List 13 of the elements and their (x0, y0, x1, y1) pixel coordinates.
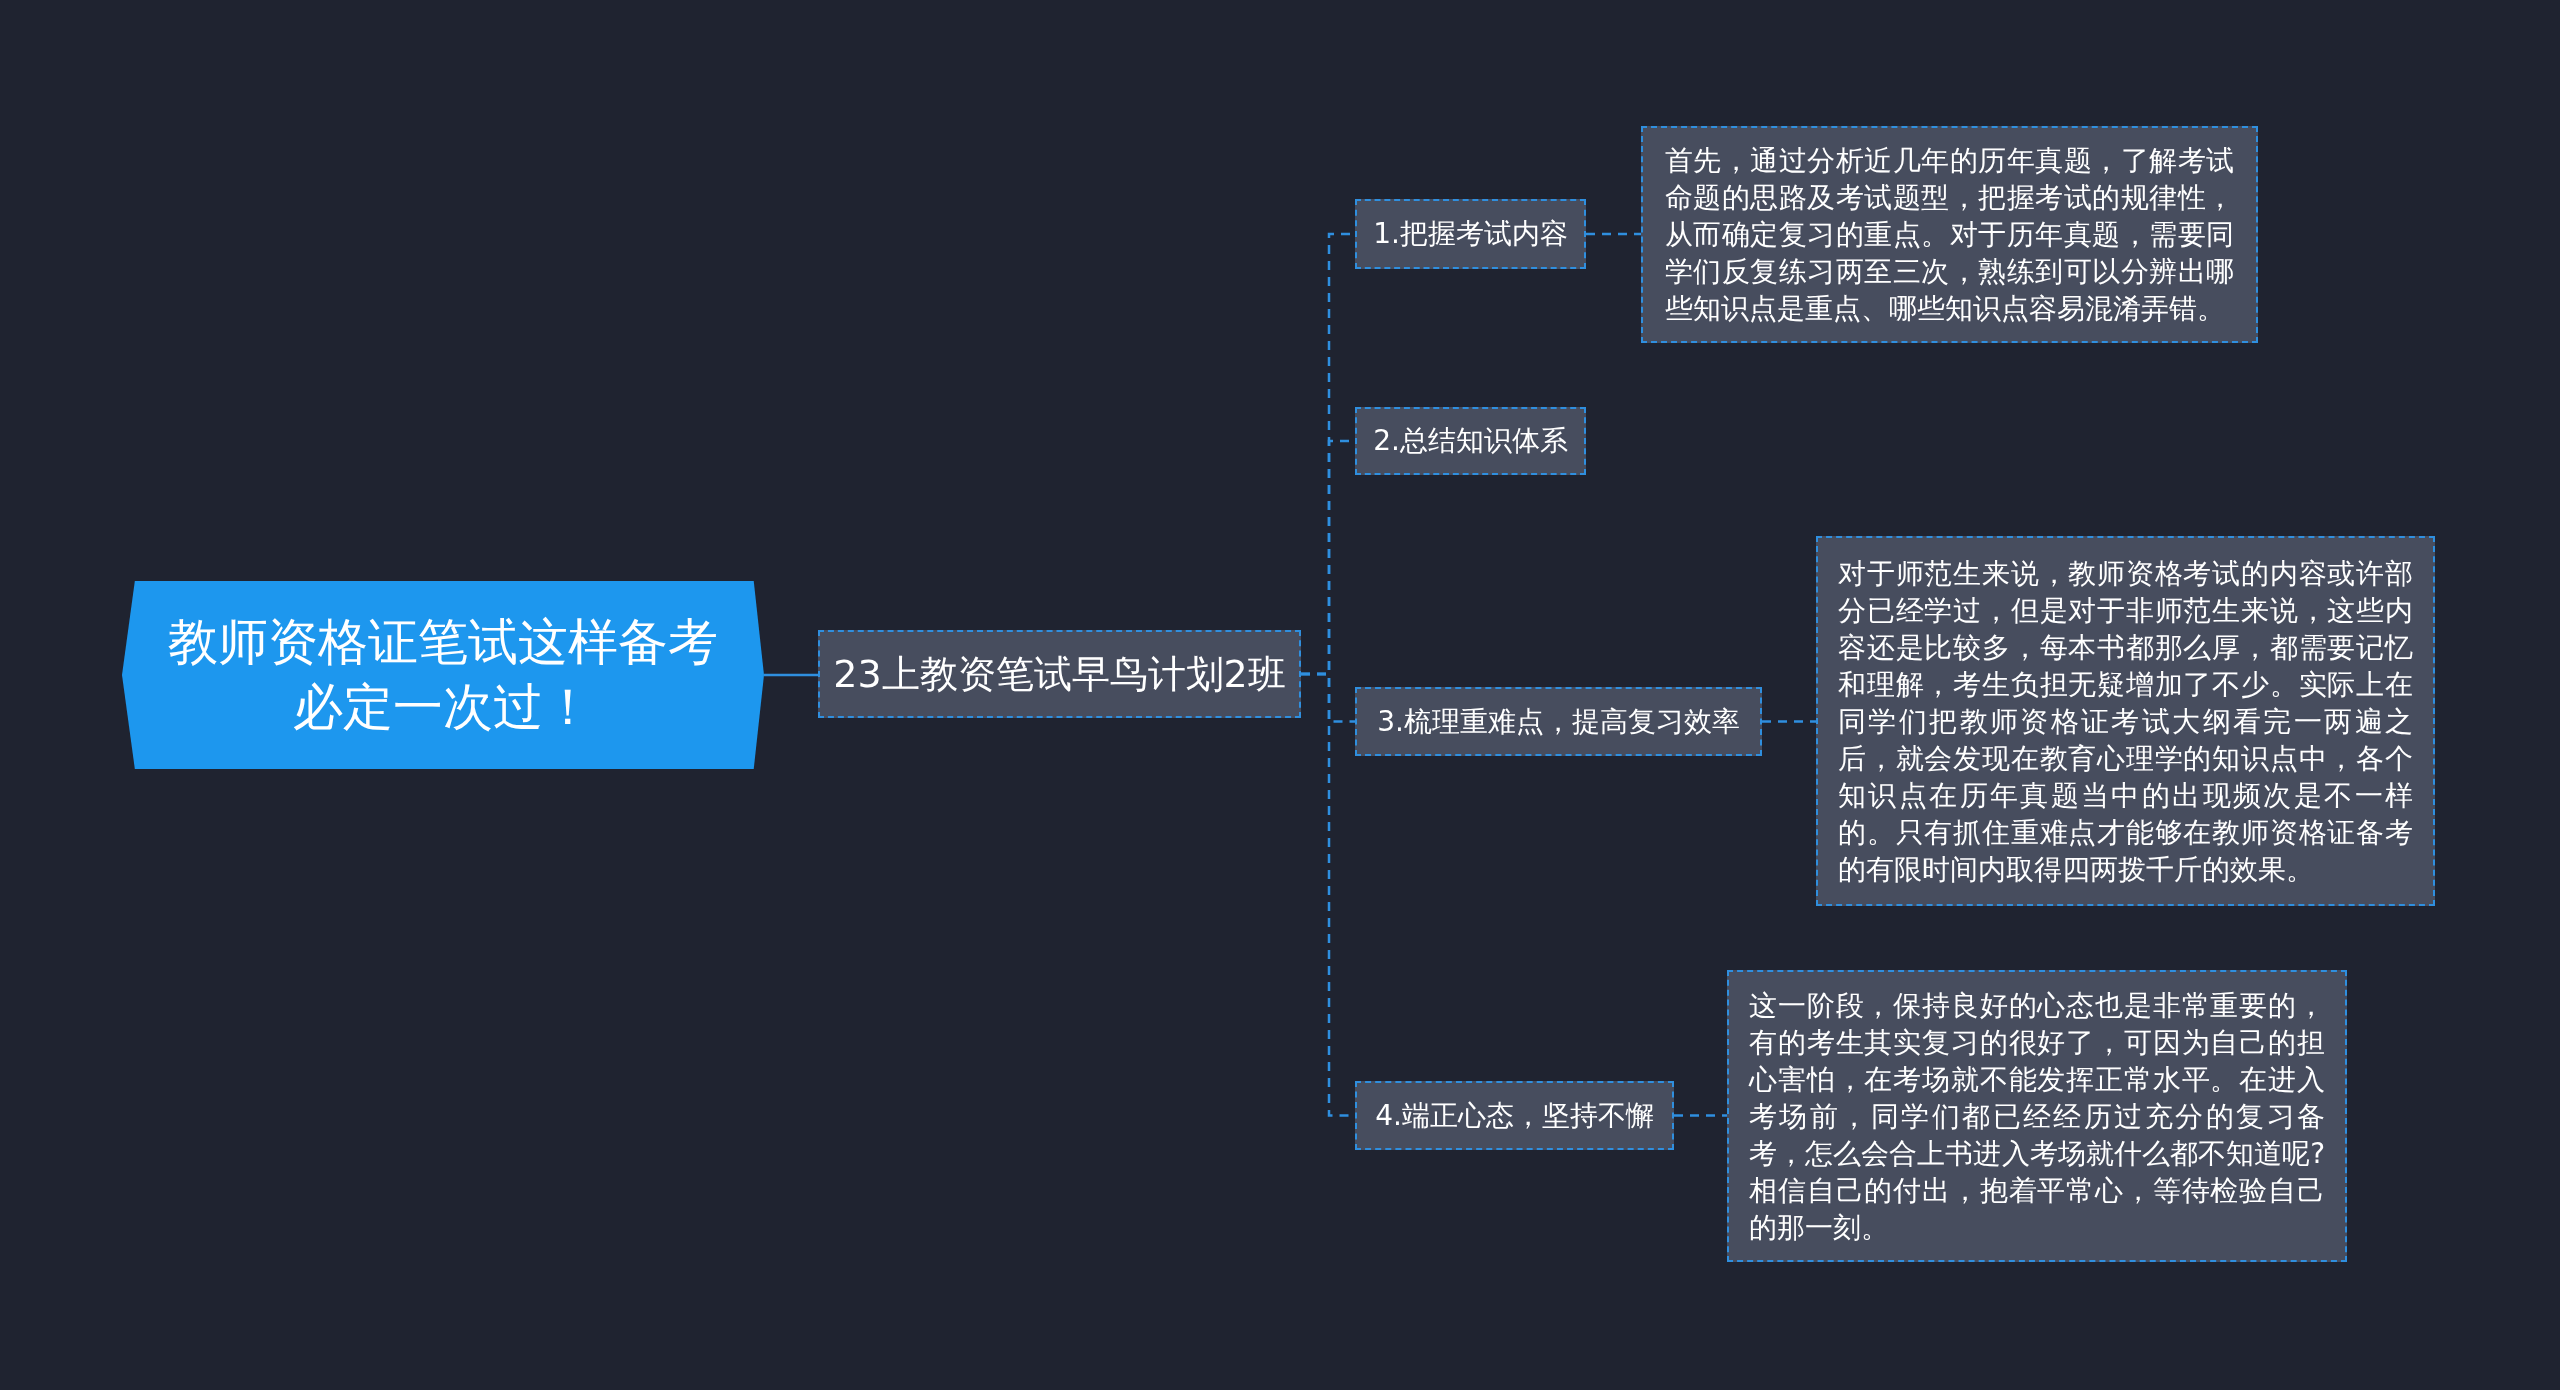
text-box: 对于师范生来说，教师资格考试的内容或许部分已经学过，但是对于非师范生来说，这些内容还是比较多，每本书都那么厚，都需要记忆和理解，考生负担无疑增加了不少。实际上在同学们把教师资格证考试大纲看完一两遍之后，就会发现在教育心理学的知识点中，各个知识点在历年真题当中的出现频次是不一样的。只有抓住重难点才能够在教师资格证备考的有限时间内取得四两拨千斤的效果。 (1816, 536, 2435, 906)
topic-box: 4.端正心态，坚持不懈 (1355, 1081, 1674, 1150)
connector-line (1586, 232, 1641, 236)
topic-box: 2.总结知识体系 (1355, 407, 1586, 475)
root-topic: 教师资格证笔试这样备考必定一次过！ (122, 581, 764, 769)
topic-box: 1.把握考试内容 (1355, 199, 1586, 269)
connector-line (1762, 720, 1816, 723)
text-box: 首先，通过分析近几年的历年真题，了解考试命题的思路及考试题型，把握考试的规律性，从而确定复习的重点。对于历年真题，需要同学们反复练习两至三次，熟练到可以分辨出哪些知识点是重点、哪些知识点容易混淆弄错。 (1641, 126, 2258, 343)
text-box: 这一阶段，保持良好的心态也是非常重要的，有的考生其实复习的很好了，可因为自己的担心害怕，在考场就不能发挥正常水平。在进入考场前，同学们都已经经历过充分的复习备考，怎么会合上书进入考场就什么都不知道呢?相信自己的付出，抱着平常心，等待检验自己的那一刻。 (1727, 970, 2347, 1262)
topic-box: 3.梳理重难点，提高复习效率 (1355, 687, 1762, 756)
main-topic-box: 23上教资笔试早鸟计划2班 (818, 630, 1301, 718)
connector-line (764, 673, 818, 677)
connector-line (1674, 1114, 1727, 1117)
